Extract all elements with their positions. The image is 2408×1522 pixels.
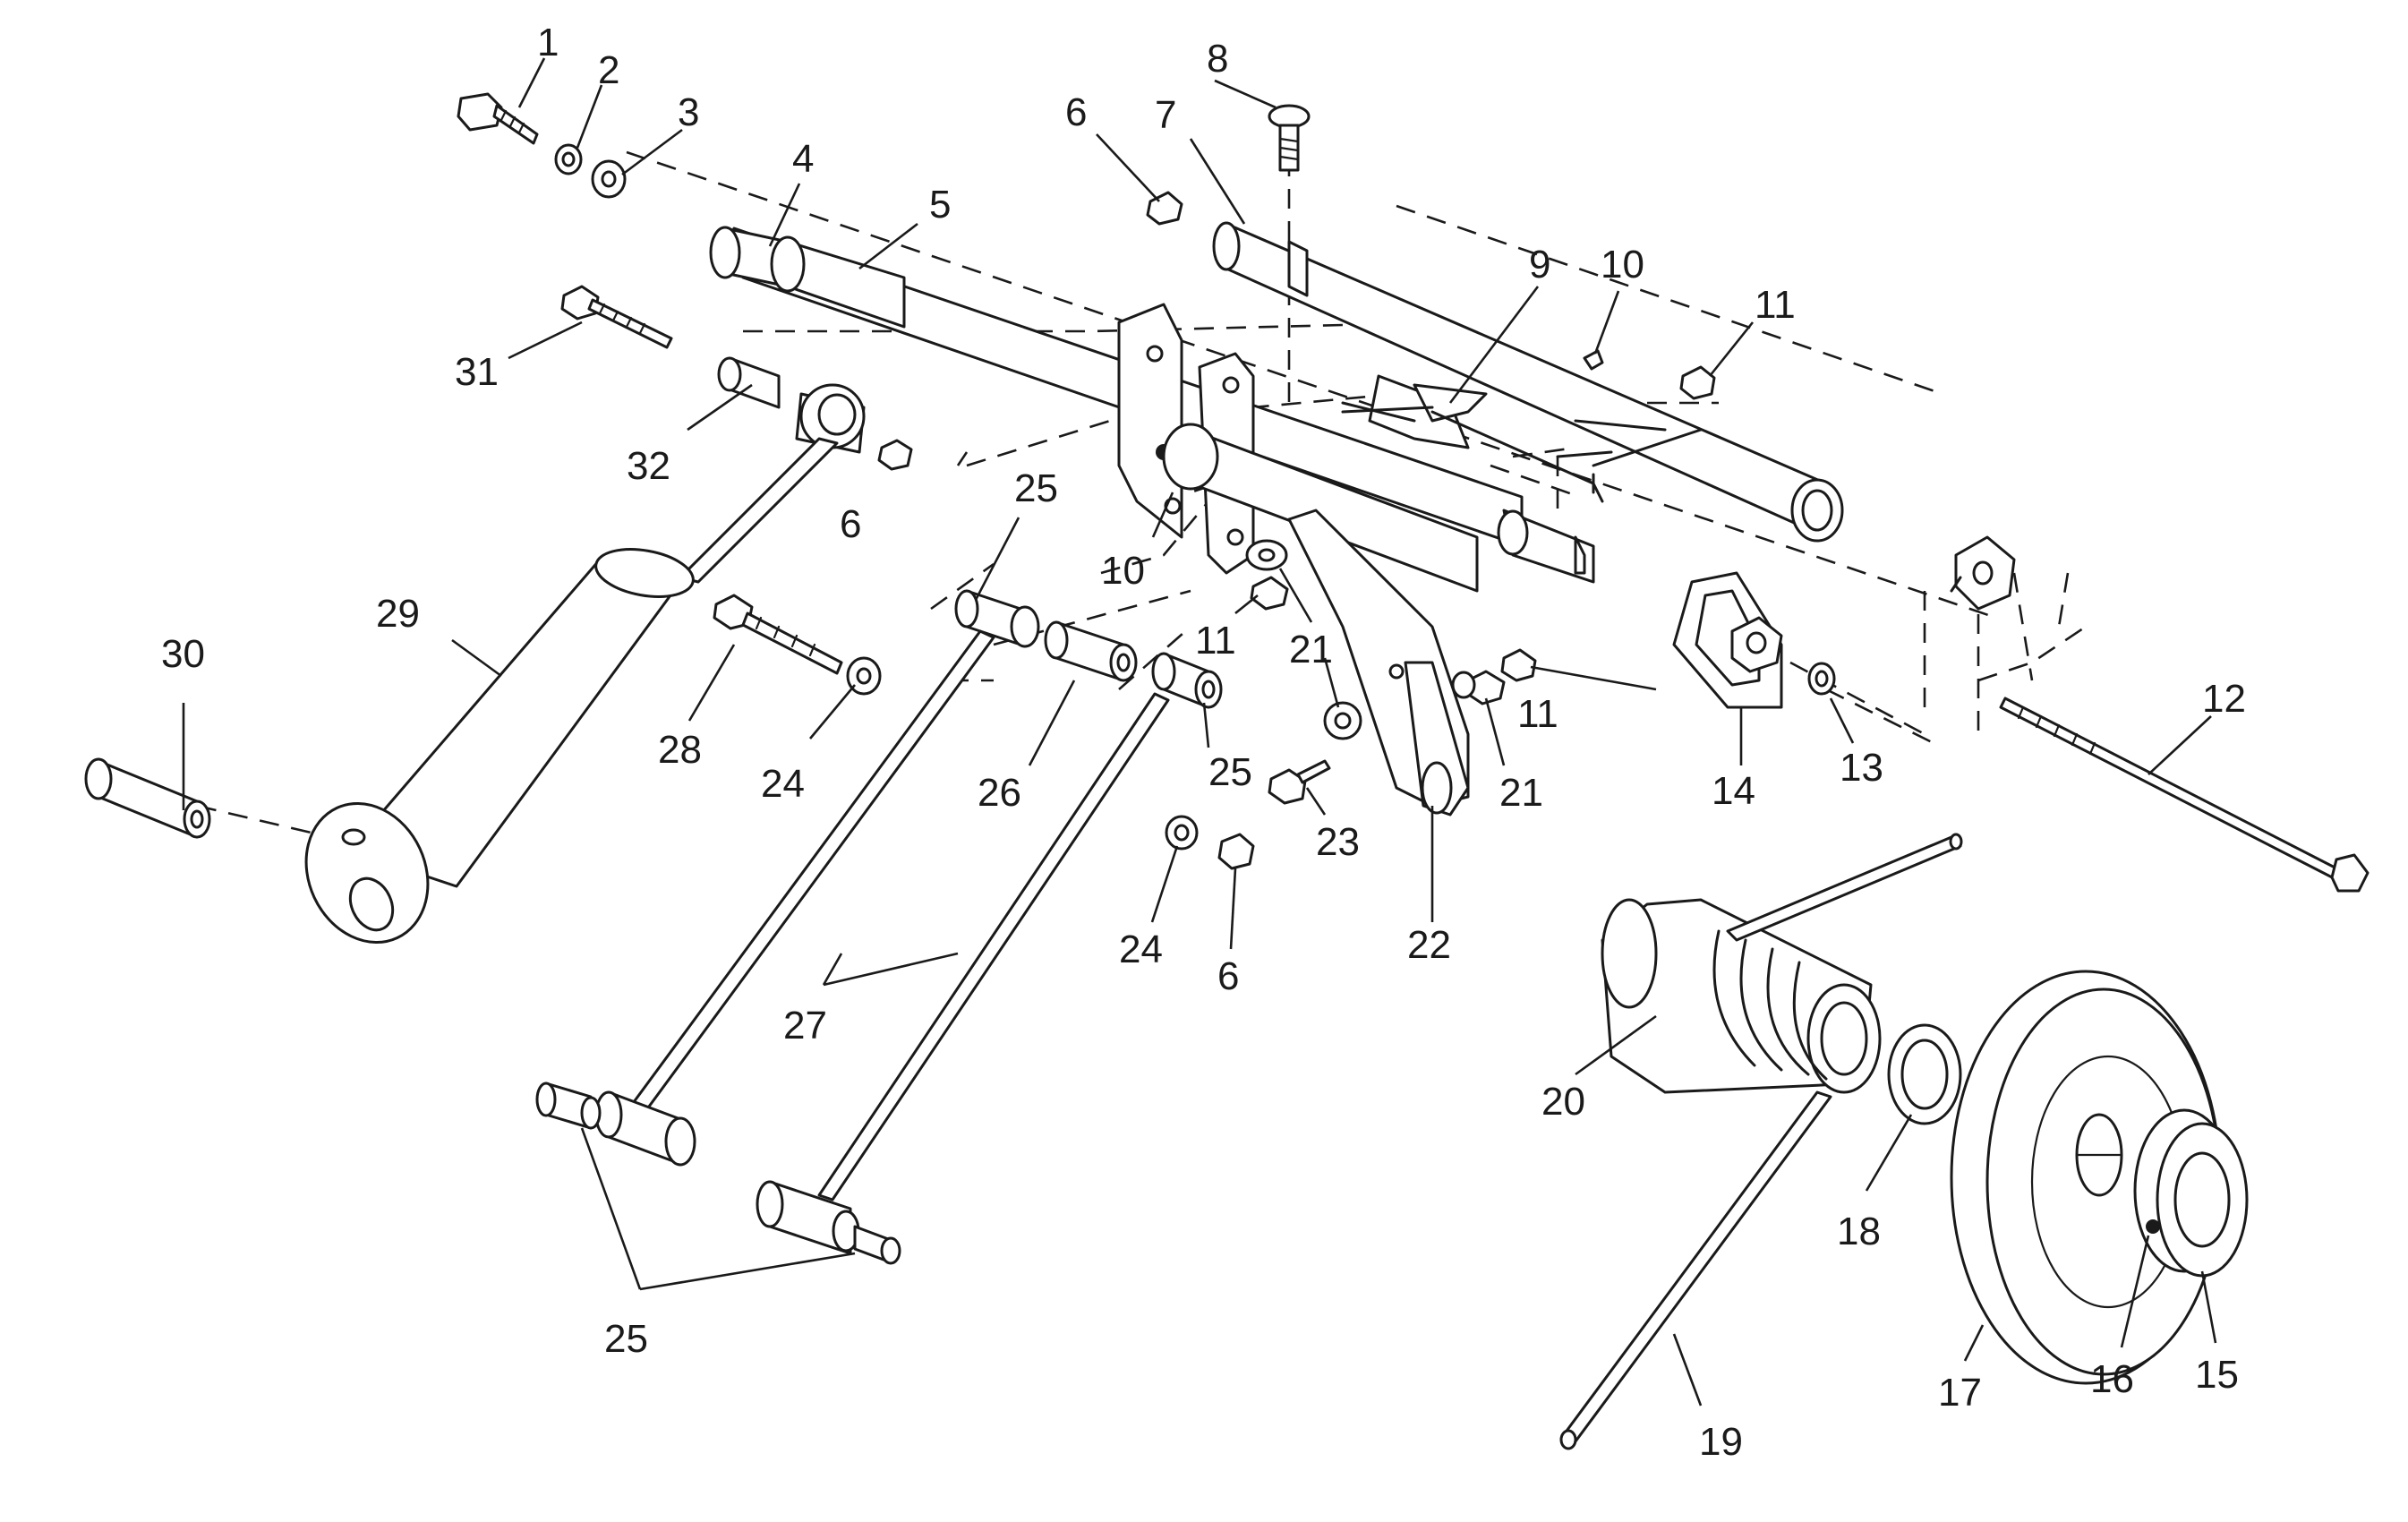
part-6-nut-left (877, 439, 913, 471)
parts-31-32 (560, 285, 781, 409)
callout-25-top: 25 (1014, 466, 1058, 510)
callout-21-upper: 21 (1289, 628, 1333, 671)
part-30-pin (84, 757, 211, 839)
parts-28-24 (713, 594, 882, 696)
part-6-nut-top (1146, 191, 1183, 226)
callout-11-lower: 11 (1517, 692, 1558, 736)
callout-32: 32 (627, 444, 670, 488)
torque-arm-assembly (1117, 303, 1703, 817)
callout-10-center: 10 (1101, 549, 1145, 593)
part-26-bushing (1044, 620, 1138, 682)
part-27-link-rod-right (756, 652, 1223, 1265)
callout-leaders (182, 57, 2217, 1407)
right-mounting-plate (1950, 535, 2016, 611)
callout-12: 12 (2202, 677, 2246, 721)
part-20-spring-assembly (1559, 833, 1963, 1450)
part-18-washer (1887, 1023, 1962, 1125)
callout-15: 15 (2195, 1353, 2239, 1397)
callout-28: 28 (658, 728, 702, 772)
callout-2: 2 (598, 48, 619, 92)
callout-11-center: 11 (1195, 619, 1236, 663)
callout-14: 14 (1712, 769, 1755, 813)
callout-6-bottom: 6 (1217, 954, 1239, 998)
callout-4: 4 (792, 137, 814, 181)
part-27-link-rod-left (594, 589, 1040, 1167)
part-12-long-bolt (1999, 697, 2370, 893)
part-29-shock-absorber (304, 383, 866, 945)
rear-cross-shaft (1212, 221, 1844, 543)
callout-26: 26 (978, 771, 1021, 815)
callout-20: 20 (1541, 1080, 1585, 1124)
callout-22: 22 (1407, 923, 1451, 967)
callout-7: 7 (1155, 93, 1176, 137)
parts-1-3-bolt-washers (457, 92, 627, 199)
callout-11-right: 11 (1755, 283, 1796, 327)
callout-6-top: 6 (1065, 90, 1087, 134)
small-hardware-center (1165, 539, 1537, 870)
callout-5: 5 (929, 183, 951, 227)
callout-25-bottom: 25 (604, 1317, 648, 1361)
callout-8: 8 (1207, 37, 1228, 81)
callout-9: 9 (1529, 243, 1550, 286)
part-8-carriage-bolt (1268, 104, 1311, 172)
callout-24-right: 24 (1119, 928, 1163, 971)
callout-13: 13 (1840, 746, 1883, 790)
callout-6-left: 6 (840, 502, 861, 546)
callout-27: 27 (783, 1004, 827, 1047)
part-17-wheel (1950, 970, 2222, 1385)
callout-10-right: 10 (1601, 243, 1644, 286)
callout-24-left: 24 (761, 762, 805, 806)
callout-21-lower: 21 (1499, 771, 1543, 815)
callout-19: 19 (1699, 1420, 1743, 1464)
callout-17: 17 (1938, 1371, 1982, 1415)
callout-16: 16 (2090, 1357, 2134, 1401)
callout-numbers: 1 2 3 4 5 6 7 8 9 10 11 31 32 6 25 10 11… (161, 21, 2246, 1464)
parts-10-11-right (1583, 349, 1716, 400)
part-25-bushing-lower (535, 1082, 602, 1130)
callout-23: 23 (1316, 820, 1360, 864)
callout-3: 3 (678, 90, 699, 134)
part-15-hub (2133, 1108, 2249, 1278)
callout-1: 1 (537, 21, 559, 64)
callout-30: 30 (161, 632, 205, 676)
callout-25-mid: 25 (1208, 750, 1252, 794)
part-14-bracket (1672, 571, 1836, 709)
callout-29: 29 (376, 592, 420, 636)
callout-18: 18 (1837, 1210, 1881, 1253)
callout-31: 31 (455, 350, 499, 394)
